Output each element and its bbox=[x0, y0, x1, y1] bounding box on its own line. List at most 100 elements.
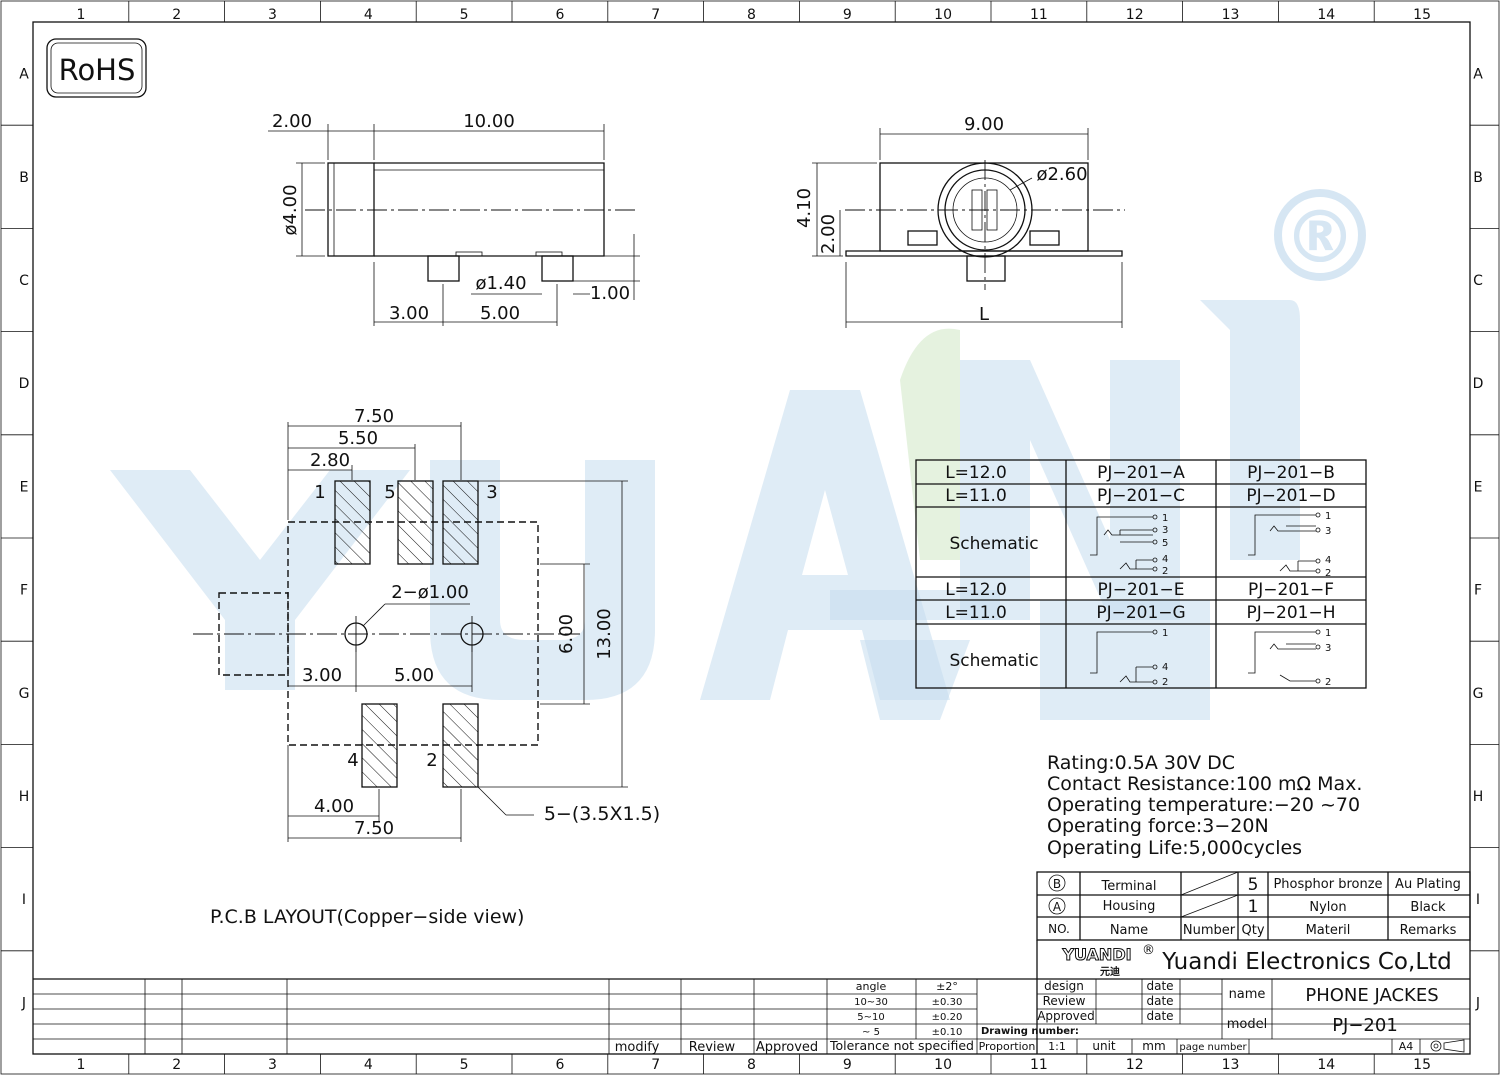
bom-r0-no: B bbox=[1053, 877, 1061, 891]
dim-pcb-4-00: 4.00 bbox=[314, 796, 354, 817]
grid-row-right-B: B bbox=[1473, 170, 1483, 186]
grid-col-bottom-14: 14 bbox=[1317, 1057, 1335, 1073]
mt-r1-c0: L=11.0 bbox=[945, 486, 1007, 506]
watermark-reg: ® bbox=[1284, 195, 1356, 279]
sf-p3: 3 bbox=[1325, 643, 1331, 654]
grid-col-bottom-13: 13 bbox=[1222, 1057, 1240, 1073]
spec-4: Operating Life:5,000cycles bbox=[1047, 837, 1302, 859]
tb-tol-r3-v: ±0.10 bbox=[932, 1027, 963, 1038]
sa-p5: 5 bbox=[1162, 538, 1168, 549]
pcb-caption: P.C.B LAYOUT(Copper−side view) bbox=[210, 906, 524, 928]
dim-front-4-10: 4.10 bbox=[794, 188, 815, 228]
mt-r2-c0: Schematic bbox=[949, 534, 1038, 554]
tb-scale: 1:1 bbox=[1048, 1040, 1066, 1053]
bom-table: B Terminal 5 Phosphor bronze Au Plating … bbox=[1036, 871, 1471, 941]
tb-date-1: date bbox=[1146, 979, 1173, 993]
grid-col-bottom-15: 15 bbox=[1413, 1057, 1431, 1073]
bom-r1-rem: Black bbox=[1410, 900, 1446, 915]
grid-col-bottom-3: 3 bbox=[268, 1057, 277, 1073]
sa-p1: 1 bbox=[1162, 513, 1168, 524]
grid-col-bottom-5: 5 bbox=[460, 1057, 469, 1073]
grid-col-top-5: 5 bbox=[460, 7, 469, 23]
tb-review2: Review bbox=[689, 1040, 736, 1055]
dim-pcb-pads: 5−(3.5X1.5) bbox=[544, 803, 660, 825]
tb-page-number: page number bbox=[1179, 1042, 1247, 1053]
bom-r0-name: Terminal bbox=[1101, 879, 1157, 894]
tb-tol-r2: 5~10 bbox=[857, 1012, 884, 1023]
bom-r1-mat: Nylon bbox=[1309, 900, 1346, 915]
dim-side-5-00: 5.00 bbox=[480, 303, 520, 324]
grid-row-left-A: A bbox=[19, 67, 29, 83]
front-view: 9.00 ø2.60 4.10 2.00 L bbox=[794, 114, 1125, 328]
mt-r3-c1: PJ−201−E bbox=[1098, 580, 1185, 600]
bom-r1-name: Housing bbox=[1103, 899, 1156, 914]
mt-r3-c0: L=12.0 bbox=[945, 580, 1007, 600]
grid-row-left-C: C bbox=[19, 273, 29, 289]
dim-side-dia1-40: ø1.40 bbox=[475, 273, 526, 294]
bom-r1-qty: 1 bbox=[1248, 897, 1259, 917]
grid-row-left-H: H bbox=[19, 789, 30, 805]
pad-label-2: 2 bbox=[426, 750, 437, 771]
schematic-a bbox=[1090, 514, 1158, 572]
bom-r0-mat: Phosphor bronze bbox=[1273, 877, 1382, 892]
dim-pcb-holes: 2−ø1.00 bbox=[391, 582, 469, 603]
grid-col-bottom-1: 1 bbox=[76, 1057, 85, 1073]
mt-r0-c0: L=12.0 bbox=[945, 463, 1007, 483]
pad-label-4: 4 bbox=[347, 750, 358, 771]
tb-date-3: date bbox=[1146, 1009, 1173, 1023]
grid-row-right-F: F bbox=[1474, 583, 1482, 599]
dim-front-2-00: 2.00 bbox=[818, 214, 839, 254]
dim-pcb-2-80: 2.80 bbox=[310, 450, 350, 471]
grid-col-top-11: 11 bbox=[1030, 7, 1048, 23]
se-p1: 1 bbox=[1162, 628, 1168, 639]
sa-p2: 2 bbox=[1162, 566, 1168, 577]
se-p4: 4 bbox=[1162, 662, 1168, 673]
tb-tol-r1: 10~30 bbox=[854, 997, 888, 1008]
dim-pcb-7-50: 7.50 bbox=[354, 406, 394, 427]
tb-unit-value: mm bbox=[1142, 1039, 1165, 1053]
grid-col-top-1: 1 bbox=[76, 7, 85, 23]
grid-row-left-D: D bbox=[19, 376, 30, 392]
dim-pcb-6-00: 6.00 bbox=[556, 614, 577, 654]
bom-r0-qty: 5 bbox=[1248, 875, 1259, 895]
grid-row-right-J: J bbox=[1475, 995, 1480, 1011]
tb-name-label: name bbox=[1229, 987, 1266, 1002]
specs: Rating:0.5A 30V DC Contact Resistance:10… bbox=[1047, 752, 1362, 859]
sb-p3: 3 bbox=[1325, 526, 1331, 537]
dim-pcb-3-00: 3.00 bbox=[302, 665, 342, 686]
grid-col-top-7: 7 bbox=[651, 7, 660, 23]
grid-col-top-9: 9 bbox=[843, 7, 852, 23]
grid-col-bottom-11: 11 bbox=[1030, 1057, 1048, 1073]
pad-label-5: 5 bbox=[384, 482, 395, 503]
tb-tol-angle: angle bbox=[856, 980, 887, 993]
tb-unit: unit bbox=[1092, 1039, 1116, 1053]
pad-label-1: 1 bbox=[314, 482, 325, 503]
tb-model-value: PJ−201 bbox=[1332, 1015, 1398, 1036]
mt-r4-c1: PJ−201−G bbox=[1096, 603, 1185, 623]
grid-row-left-E: E bbox=[20, 479, 29, 495]
spec-2: Operating temperature:−20 ~70 bbox=[1047, 794, 1360, 816]
schematic-e bbox=[1090, 629, 1158, 685]
side-view: 2.00 10.00 ø4.00 3.00 5.00 ø1.40 1.00 bbox=[268, 111, 640, 326]
dim-pcb-5-00: 5.00 bbox=[394, 665, 434, 686]
grid-row-right-E: E bbox=[1474, 479, 1483, 495]
spec-1: Contact Resistance:100 mΩ Max. bbox=[1047, 773, 1362, 795]
grid-col-top-6: 6 bbox=[555, 7, 564, 23]
dim-side-1-00: 1.00 bbox=[590, 283, 630, 304]
rohs-label: RoHS bbox=[59, 53, 136, 87]
tb-design: design bbox=[1044, 979, 1084, 993]
title-block: modify Review Approved Tolerance not spe… bbox=[33, 940, 1470, 1055]
mt-r4-c0: L=11.0 bbox=[945, 603, 1007, 623]
sf-p2: 2 bbox=[1325, 677, 1331, 688]
tb-company: Yuandi Electronics Co,Ltd bbox=[1161, 949, 1452, 975]
grid-row-right-I: I bbox=[1476, 892, 1480, 908]
tb-approved: Approved bbox=[1037, 1009, 1095, 1023]
grid-col-bottom-6: 6 bbox=[555, 1057, 564, 1073]
mt-r5-c0: Schematic bbox=[949, 651, 1038, 671]
grid-row-right-A: A bbox=[1473, 67, 1483, 83]
grid-col-bottom-4: 4 bbox=[364, 1057, 373, 1073]
bom-h-rem: Remarks bbox=[1400, 923, 1457, 938]
schematic-f bbox=[1248, 629, 1321, 684]
grid-col-top-10: 10 bbox=[934, 7, 952, 23]
